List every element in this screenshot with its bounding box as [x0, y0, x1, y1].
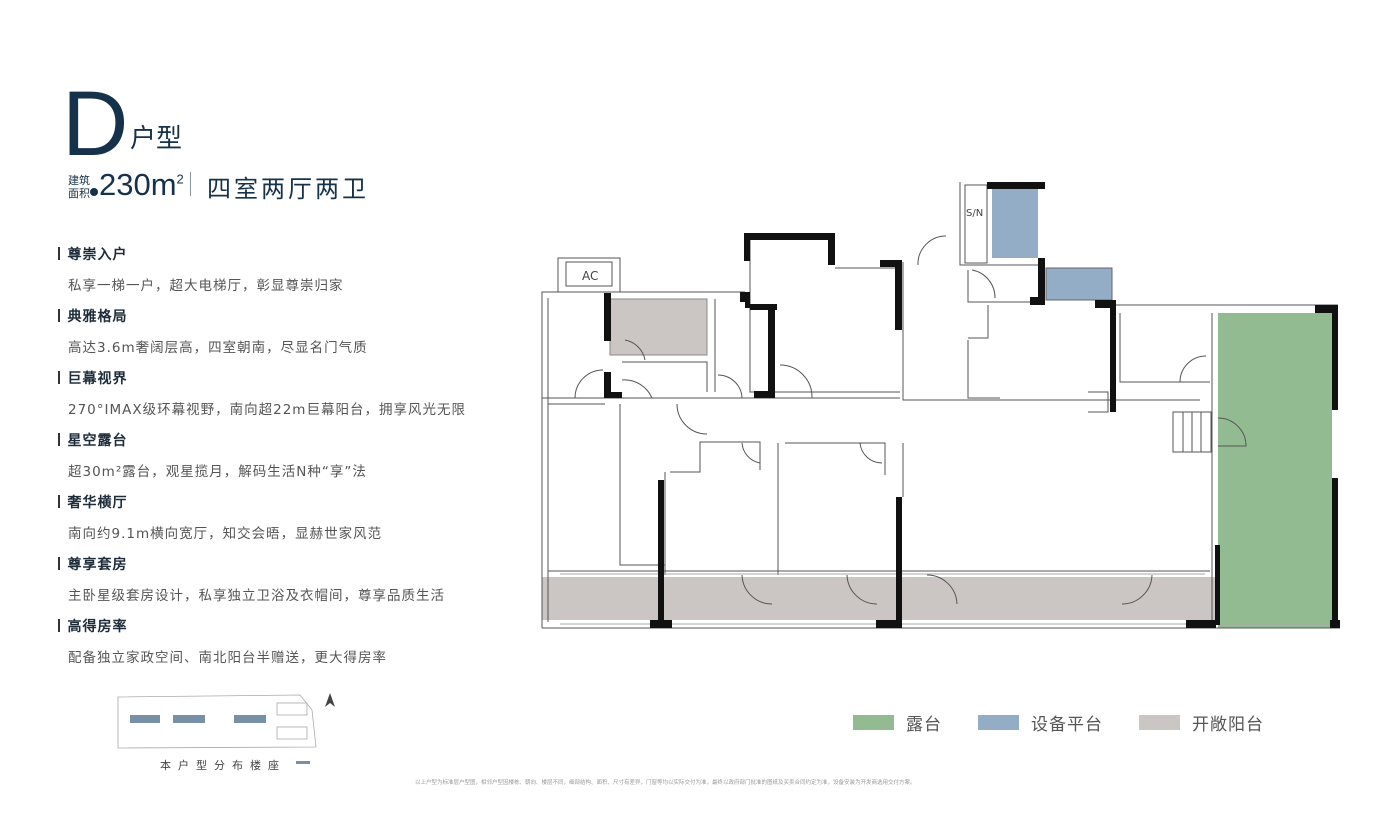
- legend: 露台 设备平台 开敞阳台: [853, 710, 1300, 735]
- area-unit-sup: 2: [176, 171, 184, 187]
- area-label: 建筑面积: [68, 174, 90, 200]
- feature-item: 巨幕视界 270°IMAX级环幕视野，南向超22m巨幕阳台，拥享风光无限: [58, 368, 466, 418]
- ac-unit: [557, 257, 621, 293]
- feature-desc: 高达3.6m奢阔层高，四室朝南，尽显名门气质: [68, 340, 368, 356]
- legend-label: 开敞阳台: [1192, 715, 1264, 735]
- north-arrow-icon: [325, 693, 335, 707]
- feature-desc: 私享一梯一户，超大电梯厅，彰显尊崇归家: [68, 278, 344, 294]
- feature-item: 尊享套房主卧星级套房设计，私享独立卫浴及衣帽间，尊享品质生活: [58, 554, 445, 604]
- building-block: [234, 715, 266, 723]
- legend-swatch: [1139, 715, 1180, 730]
- feature-title: 高得房率: [58, 616, 387, 636]
- layout-description: 四室两厅两卫: [207, 175, 369, 203]
- feature-item: 星空露台超30m²露台，观星揽月，解码生活N种“享”法: [58, 430, 367, 480]
- unit-type-suffix: 户型: [130, 124, 183, 154]
- divider: [190, 172, 191, 196]
- feature-desc: 配备独立家政空间、南北阳台半赠送，更大得房率: [68, 650, 387, 666]
- legend-swatch: [853, 715, 894, 730]
- feature-title: 典雅格局: [58, 306, 368, 326]
- building-block: [173, 715, 205, 723]
- feature-title: 尊享套房: [58, 554, 445, 574]
- legend-item-open-balcony: 开敞阳台: [1139, 710, 1264, 735]
- site-plan-caption: 本户型分布楼座: [160, 759, 286, 772]
- shaft: [964, 184, 988, 264]
- feature-item: 奢华横厅南向约9.1m横向宽厅，知交会晤，显赫世家风范: [58, 492, 382, 542]
- feature-title: 尊崇入户: [58, 244, 344, 264]
- feature-item: 典雅格局高达3.6m奢阔层高，四室朝南，尽显名门气质: [58, 306, 368, 356]
- feature-desc: 主卧星级套房设计，私享独立卫浴及衣帽间，尊享品质生活: [68, 588, 445, 604]
- terrace: [1218, 313, 1332, 628]
- open-balcony-north: [609, 298, 708, 356]
- legend-item-terrace: 露台: [853, 710, 942, 735]
- feature-item: 尊崇入户私享一梯一户，超大电梯厅，彰显尊崇归家: [58, 244, 344, 294]
- equipment-platform: [992, 188, 1038, 258]
- site-plan-map: [117, 693, 335, 764]
- legend-building-icon: [296, 761, 310, 764]
- feature-desc: 超30m²露台，观星揽月，解码生活N种“享”法: [68, 464, 367, 480]
- legend-label: 设备平台: [1031, 715, 1103, 735]
- sn-label: S/N: [966, 208, 983, 219]
- feature-title: 巨幕视界: [58, 368, 466, 388]
- feature-desc: 南向约9.1m横向宽厅，知交会晤，显赫世家风范: [68, 526, 383, 542]
- legend-label: 露台: [906, 715, 942, 735]
- feature-title: 奢华横厅: [58, 492, 382, 512]
- area-number: 230m: [99, 167, 177, 202]
- feature-item: 高得房率配备独立家政空间、南北阳台半赠送，更大得房率: [58, 616, 387, 666]
- legend-swatch: [978, 715, 1019, 730]
- equipment-platform: [1045, 267, 1113, 301]
- open-balcony-south: [542, 577, 1218, 620]
- ac-label: AC: [582, 269, 598, 283]
- legend-item-equipment-platform: 设备平台: [978, 710, 1103, 735]
- load-bearing-walls: [604, 182, 1340, 628]
- area-dot-icon: [90, 188, 98, 196]
- area-value: 230m2: [99, 167, 184, 203]
- unit-type-letter: D: [62, 73, 129, 175]
- building-block: [130, 715, 160, 723]
- feature-title: 星空露台: [58, 430, 367, 450]
- feature-desc: 270°IMAX级环幕视野，南向超22m巨幕阳台，拥享风光无限: [68, 402, 466, 418]
- disclaimer: 以上户型为标准层户型图，相邻户型因楼栋、朝向、楼层不同，细部结构、面积、尺寸有差…: [415, 780, 916, 786]
